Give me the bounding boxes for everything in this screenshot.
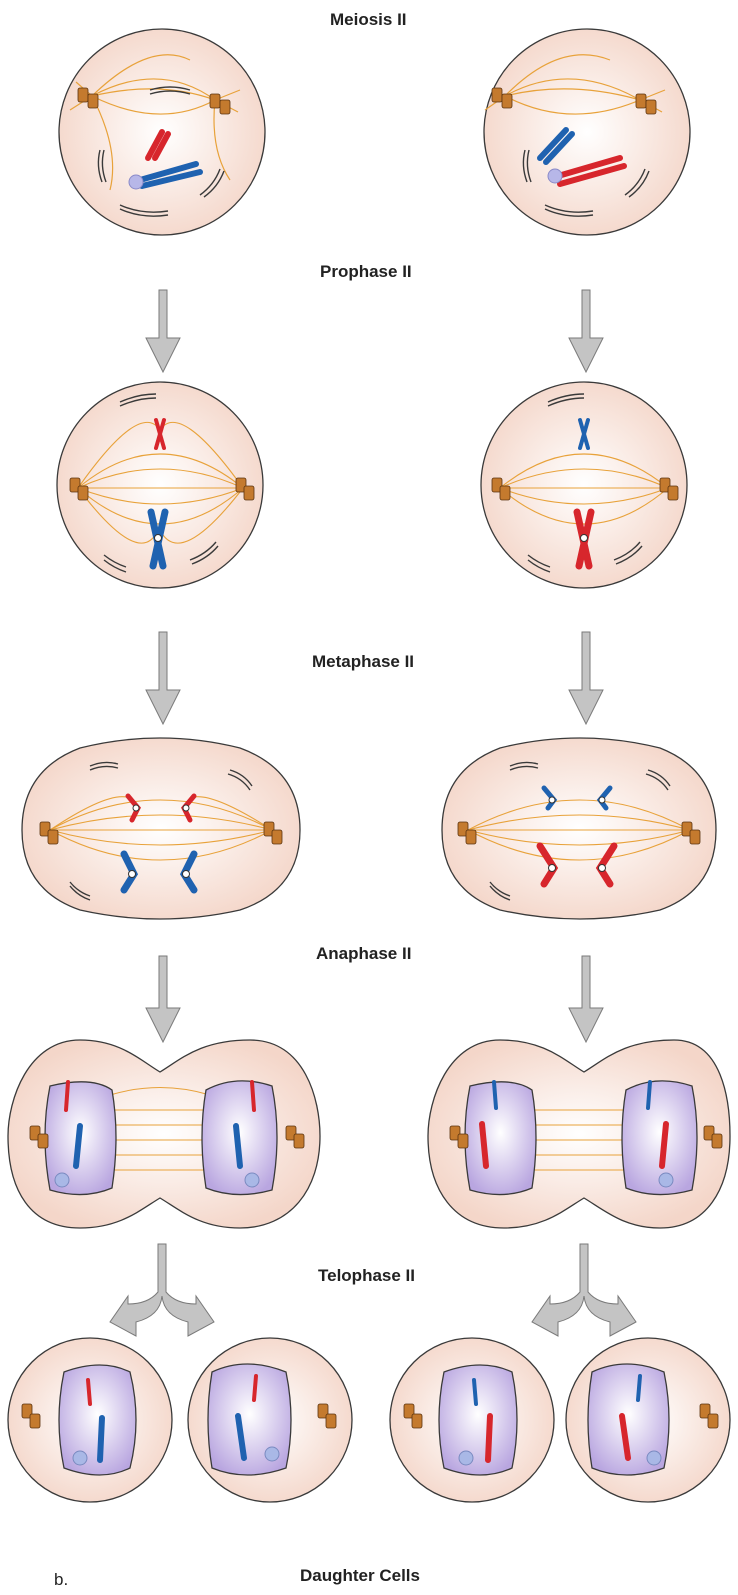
- prophase-cell-right: [484, 29, 690, 235]
- anaphase-cell-right: [442, 738, 716, 919]
- arrow-down-right-1: [569, 290, 603, 372]
- nucleolus: [55, 1173, 69, 1187]
- metaphase-cell-left: [57, 382, 263, 588]
- nucleolus: [265, 1447, 279, 1461]
- centromere-marker: [548, 169, 562, 183]
- chromosome-red: [488, 1416, 490, 1460]
- centromere: [133, 805, 139, 811]
- chromosome-blue: [638, 1376, 640, 1400]
- arrow-down-right-2: [569, 632, 603, 724]
- chromosome-red: [662, 1124, 666, 1166]
- fork-arrow-right: [532, 1244, 636, 1336]
- daughter-cell-4: [566, 1338, 730, 1502]
- arrow-down-left-1: [146, 290, 180, 372]
- fork-arrow-left: [110, 1244, 214, 1336]
- centromere: [599, 865, 606, 872]
- centromere: [183, 871, 190, 878]
- arrow-down-right-3: [569, 956, 603, 1042]
- nucleolus: [245, 1173, 259, 1187]
- nucleus-right: [202, 1081, 277, 1195]
- chromosome-red: [88, 1380, 90, 1404]
- arrow-down-left-3: [146, 956, 180, 1042]
- chromosome-blue: [494, 1082, 496, 1108]
- nucleus-right: [622, 1081, 697, 1195]
- centromere: [549, 865, 556, 872]
- centromere-marker: [129, 175, 143, 189]
- nucleolus: [647, 1451, 661, 1465]
- centromere: [599, 797, 605, 803]
- nucleolus: [459, 1451, 473, 1465]
- chromosome-blue: [76, 1126, 80, 1166]
- daughter-cell-2: [188, 1338, 352, 1502]
- centromere: [129, 871, 136, 878]
- centromere: [581, 535, 588, 542]
- chromosome-blue: [474, 1380, 476, 1404]
- prophase-cell-left: [59, 29, 265, 235]
- nucleus-left: [45, 1082, 116, 1195]
- chromosome-blue: [648, 1082, 650, 1108]
- centromere: [183, 805, 189, 811]
- chromosome-blue: [100, 1418, 102, 1460]
- chromosome-red: [66, 1082, 68, 1110]
- centromere: [155, 535, 162, 542]
- telophase-cell-right: [428, 1040, 730, 1228]
- chromosome-red: [482, 1124, 486, 1166]
- centromere: [549, 797, 555, 803]
- metaphase-cell-right: [481, 382, 687, 588]
- telophase-cell-left: [8, 1040, 320, 1228]
- anaphase-cell-left: [22, 738, 300, 919]
- nucleus-left: [465, 1082, 536, 1195]
- chromosome-blue: [236, 1126, 240, 1166]
- nucleolus: [73, 1451, 87, 1465]
- daughter-cell-1: [8, 1338, 172, 1502]
- chromosome-red: [254, 1376, 256, 1400]
- chromosome-red: [252, 1082, 254, 1110]
- arrow-down-left-2: [146, 632, 180, 724]
- nucleolus: [659, 1173, 673, 1187]
- daughter-cell-3: [390, 1338, 554, 1502]
